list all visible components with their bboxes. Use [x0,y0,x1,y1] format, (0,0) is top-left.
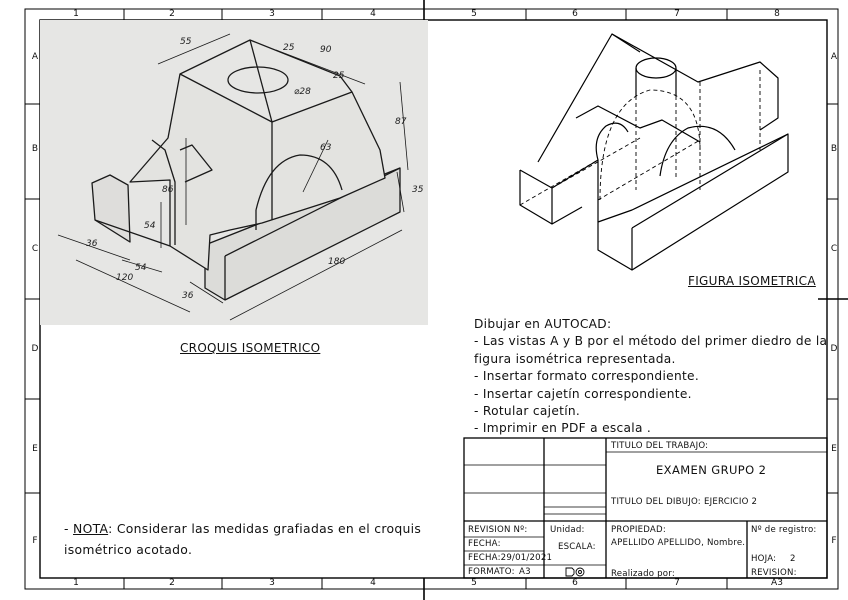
column-label-top: 3 [269,9,275,19]
projection-symbol-icon [565,567,585,577]
instruction-line: - Imprimir en PDF a escala . [474,421,652,436]
titulo-trabajo-value: EXAMEN GRUPO 2 [656,463,767,477]
column-label-bottom: 1 [73,578,79,588]
column-label-top: 7 [674,9,680,19]
row-label-right: B [830,144,838,154]
instruction-line: Dibujar en AUTOCAD: [474,317,612,331]
row-label-right: C [830,244,838,254]
instruction-line: figura isométrica representada. [474,351,676,366]
dimension-label: ⌀28 [294,87,311,97]
instruction-line: - Insertar formato correspondiente. [474,369,700,384]
row-label-left: F [32,536,38,546]
dimension-label: 54 [135,263,147,273]
instruction-line: - Insertar cajetín correspondiente. [474,386,692,401]
row-label-left: A [31,52,39,62]
fecha-value: FECHA:29/01/2021 [468,553,553,563]
unidad-label: Unidad: [550,525,585,535]
dimension-label: 25 [283,43,295,53]
column-label-bottom: 6 [572,578,578,588]
column-label-bottom: 3 [269,578,275,588]
escala-label: ESCALA: [558,542,596,552]
dimension-label: 90 [320,45,332,55]
row-label-right: F [831,536,837,546]
titulo-trabajo-label: TITULO DEL TRABAJO: [611,441,709,451]
hoja-value: 2 [790,554,796,564]
instruction-line: - Las vistas A y B por el método del pri… [474,334,828,349]
row-label-right: D [830,344,838,354]
row-label-left: B [31,144,39,154]
row-label-left: E [32,444,38,454]
propiedad-value: APELLIDO APELLIDO, Nombre. [611,538,746,548]
instruction-line: - Rotular cajetín. [474,404,581,419]
column-label-top: 1 [73,9,79,19]
column-label-bottom: 4 [370,578,376,588]
dimension-label: 180 [328,257,345,267]
dimension-label: 86 [162,185,174,195]
column-label-bottom: 2 [169,578,175,588]
dimension-label: 120 [116,273,133,283]
row-label-right: E [831,444,837,454]
note-block: - NOTA: Considerar las medidas grafiadas… [64,518,444,560]
realizado-label: Realizado por: [611,569,675,579]
dimension-label: 35 [412,185,424,195]
dimension-label: 36 [86,239,98,249]
column-label-top: 4 [370,9,376,19]
formato-value: A3 [519,567,531,577]
row-label-left: C [31,244,39,254]
dimension-label: 87 [395,117,407,127]
dimension-label: 55 [180,37,192,47]
fecha-label: FECHA: [468,539,501,549]
titulo-dibujo-value: EJERCICIO 2 [704,497,758,507]
sheet-size-label: A3 [771,578,783,588]
titulo-dibujo-label: TITULO DEL DIBUJO: [611,497,701,507]
column-label-top: 2 [169,9,175,19]
note-text: : Considerar las medidas grafiadas en el… [64,521,422,557]
note-keyword: NOTA [73,521,109,536]
registro-label: Nº de registro: [751,525,817,535]
column-label-top: 5 [471,9,477,19]
row-label-left: D [31,344,39,354]
isometric-sketch-photo: 55 25 90 25 ⌀28 87 86 63 35 54 36 54 120… [40,20,428,325]
dimension-label: 36 [182,291,194,301]
sketch-caption: CROQUIS ISOMETRICO [180,341,321,355]
revision2-label: REVISION: [751,568,797,578]
propiedad-label: PROPIEDAD: [611,525,666,535]
column-label-bottom: 7 [674,578,680,588]
note-prefix: - [64,521,74,536]
row-label-right: A [830,52,838,62]
dimension-label: 25 [333,71,345,81]
dimension-label: 54 [144,221,156,231]
dimension-label: 63 [320,143,332,153]
instructions-block: Dibujar en AUTOCAD: - Las vistas A y B p… [474,316,828,438]
column-label-top: 6 [572,9,578,19]
column-label-top: 8 [774,9,780,19]
formato-label: FORMATO: [468,567,515,577]
column-label-bottom: 5 [471,578,477,588]
figure-caption: FIGURA ISOMETRICA [688,274,816,288]
hoja-label: HOJA: [751,554,777,564]
revision-label: REVISION Nº: [468,525,528,535]
